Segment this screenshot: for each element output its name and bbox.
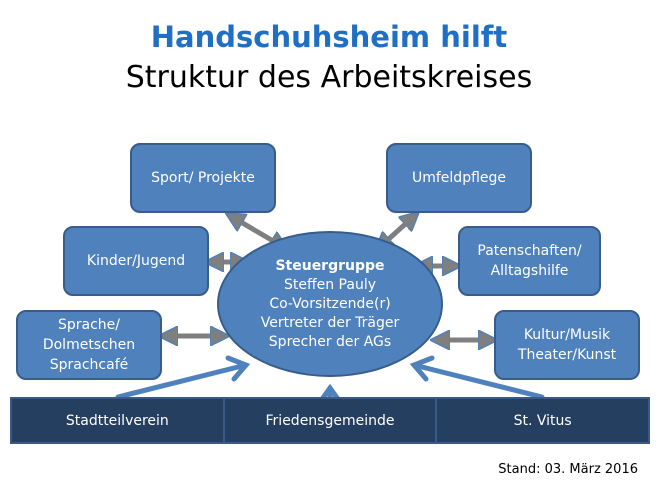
foundation-friedensgemeinde: Friedensgemeinde — [225, 399, 438, 442]
center-line: Sprecher der AGs — [268, 334, 392, 350]
arrow-stadtteil — [115, 362, 249, 400]
box-kinder: Kinder/Jugend — [63, 226, 209, 296]
arrow-sport — [234, 218, 280, 245]
box-sport: Sport/ Projekte — [130, 143, 276, 213]
box-umfeld: Umfeldpflege — [386, 143, 532, 213]
center-line: Steffen Pauly — [283, 277, 376, 293]
foundation-stadtteilverein: Stadtteilverein — [12, 399, 225, 442]
center-line: Co-Vorsitzende(r) — [269, 296, 391, 312]
stand-date: Stand: 03. März 2016 — [498, 462, 638, 477]
center-line: Vertreter der Träger — [260, 315, 400, 331]
center-heading: Steuergruppe — [275, 258, 385, 274]
title: Handschuhsheim hilft — [150, 20, 508, 54]
foundation-st-vitus: St. Vitus — [513, 412, 572, 429]
steuergruppe: Steuergruppe Steffen Pauly Co-Vorsitzend… — [218, 232, 442, 377]
arrow-vitus — [411, 362, 545, 400]
steuergruppe-ellipse — [217, 231, 443, 377]
arrow-umfeld — [382, 218, 412, 245]
box-paten: Patenschaften/ Alltagshilfe — [458, 226, 601, 296]
box-kultur: Kultur/Musik Theater/Kunst — [494, 310, 640, 380]
box-sprache: Sprache/ Dolmetschen Sprachcafé — [16, 310, 162, 380]
subtitle: Struktur des Arbeitskreises — [125, 60, 533, 95]
foundation-bar: Stadtteilverein Friedensgemeinde St. Vit… — [10, 397, 650, 444]
